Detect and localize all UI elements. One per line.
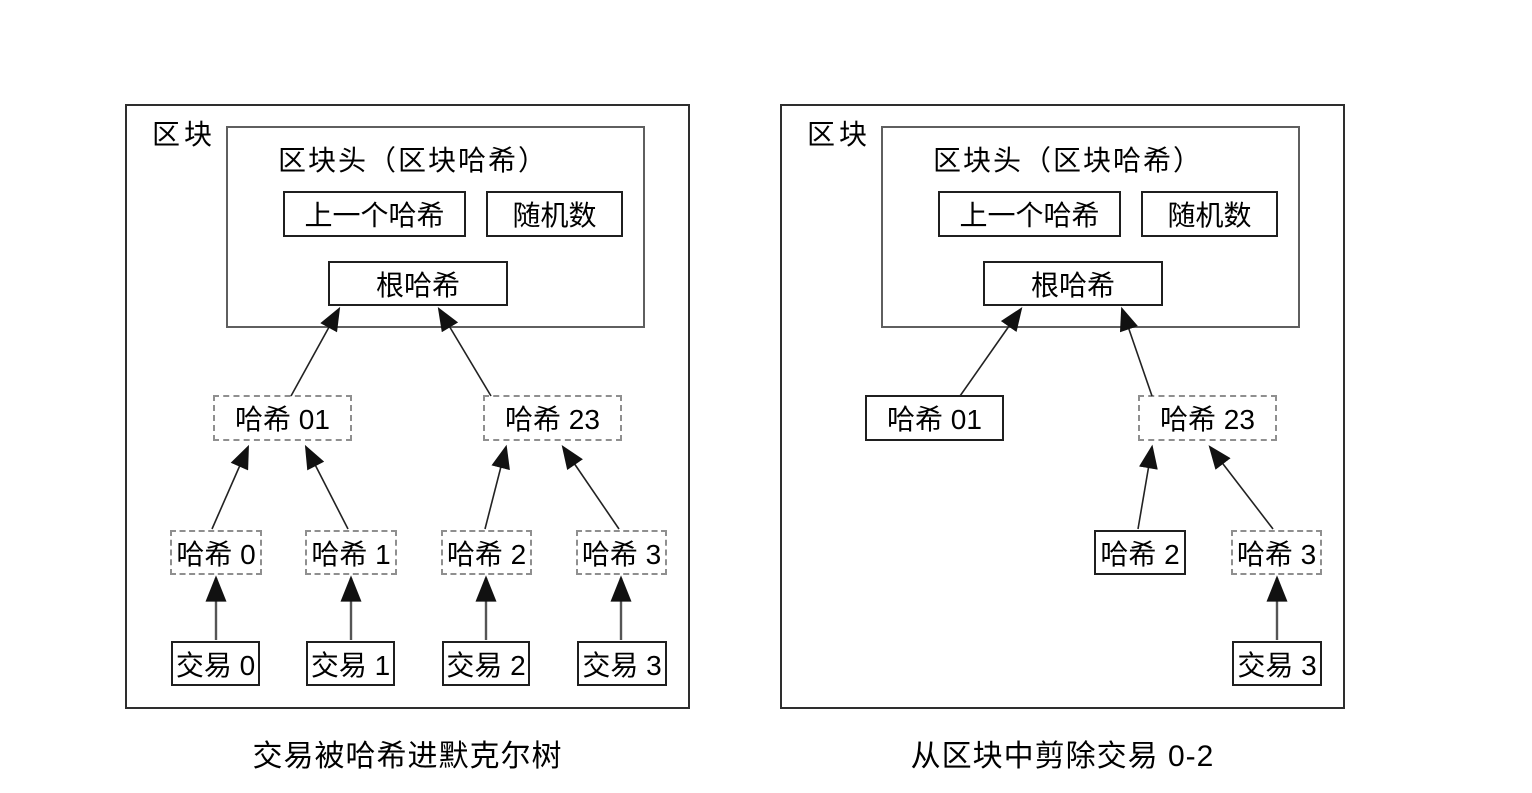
right-node-hash3: 哈希 3 (1231, 530, 1322, 575)
right-node-tx3: 交易 3 (1232, 641, 1322, 686)
right-node-hash2: 哈希 2 (1094, 530, 1186, 575)
left-node-hash0: 哈希 0 (170, 530, 262, 575)
left-block-label: 区块 (152, 119, 217, 150)
left-node-hash23: 哈希 23 (483, 395, 622, 441)
right-nonce-box: 随机数 (1141, 191, 1278, 237)
right-prev-hash-box: 上一个哈希 (938, 191, 1121, 237)
left-node-tx1: 交易 1 (306, 641, 395, 686)
left-caption: 交易被哈希进默克尔树 (252, 740, 563, 773)
left-node-hash1: 哈希 1 (305, 530, 397, 575)
left-root-hash-box: 根哈希 (328, 261, 508, 306)
left-prev-hash-box: 上一个哈希 (283, 191, 466, 237)
right-caption: 从区块中剪除交易 0-2 (910, 740, 1215, 773)
left-node-tx3: 交易 3 (577, 641, 667, 686)
left-nonce-box: 随机数 (486, 191, 623, 237)
left-node-tx0: 交易 0 (171, 641, 260, 686)
right-root-hash-box: 根哈希 (983, 261, 1163, 306)
left-node-tx2: 交易 2 (442, 641, 530, 686)
right-node-hash01: 哈希 01 (865, 395, 1004, 441)
right-block-header-title: 区块头（区块哈希） (933, 145, 1204, 176)
right-block-label: 区块 (807, 119, 872, 150)
left-node-hash3: 哈希 3 (576, 530, 667, 575)
left-block-header-title: 区块头（区块哈希） (278, 145, 549, 176)
right-node-hash23: 哈希 23 (1138, 395, 1277, 441)
left-node-hash2: 哈希 2 (441, 530, 532, 575)
left-node-hash01: 哈希 01 (213, 395, 352, 441)
